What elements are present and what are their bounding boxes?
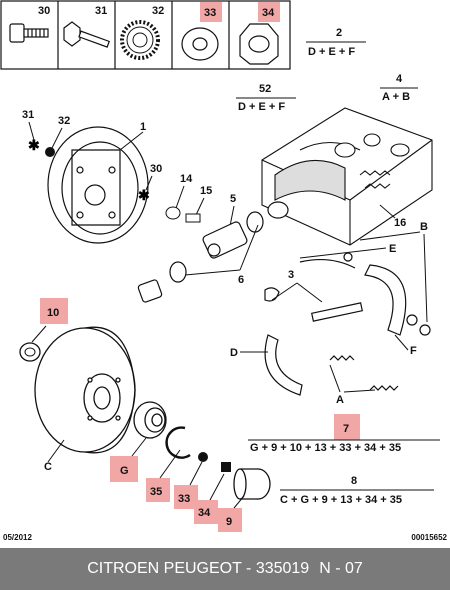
- hub-cap-9: [233, 468, 271, 500]
- highlight-34-top: [258, 2, 280, 22]
- formula-2: D + E + F: [308, 46, 355, 58]
- callout-9: 9: [226, 516, 232, 528]
- callout-5: 5: [230, 193, 236, 205]
- parts-strip: [0, 0, 291, 70]
- backing-plate: [47, 126, 149, 244]
- highlight-35: [146, 478, 170, 502]
- footer-bar: CITROEN PEUGEOT - 335019 N - 07: [0, 548, 450, 590]
- parts-strip-label-30: 30: [38, 5, 50, 17]
- callout-15: 15: [200, 185, 212, 197]
- callout-B: B: [420, 221, 428, 233]
- date-label: 05/2012: [3, 533, 32, 542]
- callout-3: 3: [288, 269, 294, 281]
- callout-31: 31: [22, 109, 34, 121]
- highlight-G: [110, 456, 138, 482]
- callout-14: 14: [180, 173, 193, 185]
- callout-35: 35: [150, 486, 162, 498]
- highlight-33-top: [200, 2, 222, 22]
- callout-52: 52: [259, 83, 271, 95]
- nut-34-icon: [239, 23, 279, 65]
- circlip-35: [165, 426, 191, 459]
- callout-33: 33: [178, 493, 190, 505]
- washer-32-marker-icon: [45, 147, 55, 157]
- bolt-31-marker-icon: ✱: [28, 137, 40, 153]
- brake-shoe-set: [264, 252, 431, 396]
- brake-kit-box: [261, 107, 433, 246]
- nut-34-marker: [221, 462, 231, 472]
- callout-8: 8: [351, 475, 357, 487]
- dust-cap-14: [165, 206, 181, 220]
- callout-E: E: [389, 243, 396, 255]
- parts-strip-label-34: 34: [262, 7, 275, 19]
- callout-F: F: [410, 345, 417, 357]
- formula-52: D + E + F: [238, 101, 285, 113]
- exploded-diagram: 30 31 32 33 34 2 D + E + F 52 D + E + F …: [0, 0, 440, 532]
- washer-33-marker: [198, 452, 208, 462]
- callout-A: A: [336, 394, 344, 406]
- formula-7: G + 9 + 10 + 13 + 33 + 34 + 35: [250, 442, 401, 454]
- callout-32: 32: [58, 115, 70, 127]
- callout-10: 10: [47, 307, 59, 319]
- highlight-34: [194, 500, 218, 524]
- callout-D: D: [230, 347, 238, 359]
- parts-strip-frame: [0, 0, 291, 70]
- callout-G: G: [120, 465, 129, 477]
- bolt-30-marker-icon: ✱: [138, 187, 150, 203]
- highlight-9: [218, 508, 242, 532]
- wheel-cylinder-5: [202, 201, 289, 259]
- callout-16: 16: [394, 217, 406, 229]
- parts-strip-label-32: 32: [152, 5, 164, 17]
- footer-page: N - 07: [319, 560, 363, 577]
- callout-4: 4: [396, 73, 403, 85]
- highlight-7: [334, 414, 360, 440]
- seal-10-inner: [24, 347, 36, 357]
- bolt-30-icon: [9, 23, 49, 43]
- reference-number: 00015652: [411, 533, 447, 542]
- washer-32-icon: [120, 20, 160, 60]
- formula-8: C + G + 9 + 13 + 34 + 35: [280, 494, 402, 506]
- callout-34: 34: [198, 507, 211, 519]
- piston-seals-6: [137, 261, 187, 303]
- wheel-bearing-G: [133, 401, 167, 439]
- bleed-screw-15: [185, 213, 201, 223]
- parts-strip-label-31: 31: [95, 5, 107, 17]
- washer-33-icon: [181, 27, 219, 61]
- callout-30: 30: [150, 163, 162, 175]
- callout-7: 7: [343, 423, 349, 435]
- callout-1: 1: [140, 121, 146, 133]
- callout-C: C: [44, 461, 52, 473]
- footer-brand: CITROEN PEUGEOT - 335019: [87, 560, 310, 577]
- parts-strip-label-33: 33: [204, 7, 216, 19]
- callout-2: 2: [336, 27, 342, 39]
- highlight-10: [40, 298, 68, 324]
- callout-6: 6: [238, 274, 244, 286]
- formula-4: A + B: [382, 91, 410, 103]
- bolt-31-icon: [63, 21, 110, 48]
- brake-drum: [34, 326, 136, 454]
